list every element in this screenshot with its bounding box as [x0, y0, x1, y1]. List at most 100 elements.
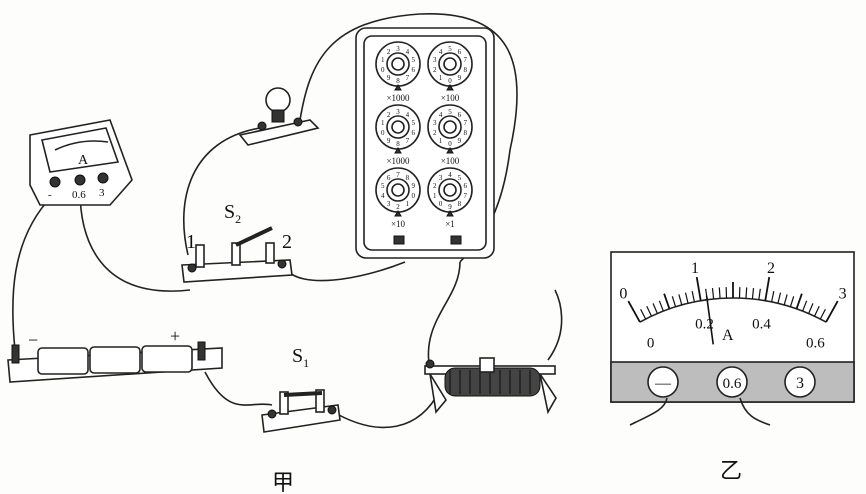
lower-scale-label: 0.6	[806, 335, 825, 351]
rheostat[interactable]	[424, 357, 557, 415]
dial-digit: 7	[463, 56, 467, 64]
dial-digit: 8	[396, 77, 400, 85]
meter-terminal-3[interactable]: 3	[784, 366, 816, 398]
dial-digit: 6	[411, 129, 415, 137]
dial-multiplier: ×1000	[386, 93, 410, 103]
dial-digit: 2	[433, 129, 437, 137]
scale-tick	[789, 296, 795, 307]
scale-tick	[825, 300, 839, 323]
scale-tick	[658, 300, 664, 312]
box-terminal-left[interactable]	[393, 235, 405, 245]
dial-digit: 9	[411, 182, 415, 190]
dial-digit: 5	[411, 56, 415, 64]
dial-digit: 4	[439, 111, 443, 119]
s2-label: S2	[224, 201, 241, 226]
scale-tick	[758, 288, 761, 300]
scale-tick	[663, 293, 671, 310]
scale-tick	[695, 276, 702, 301]
dial-digit: 1	[433, 192, 437, 200]
svg-text:0.6: 0.6	[723, 376, 742, 392]
dial-digit: 1	[406, 200, 410, 208]
upper-scale-label: 2	[767, 260, 775, 277]
scale-tick	[814, 305, 820, 317]
s1-label: S1	[292, 345, 309, 370]
dial-digit: 8	[396, 140, 400, 148]
scale-tick	[751, 287, 755, 300]
dial-digit: 7	[396, 171, 400, 179]
svg-text:3: 3	[796, 375, 804, 392]
upper-scale-label: 1	[691, 260, 699, 277]
scale-tick	[777, 292, 782, 304]
battery-pack[interactable]: − +	[7, 326, 223, 383]
box-terminal-right[interactable]	[450, 235, 462, 245]
dial-digit: 6	[458, 48, 462, 56]
figure-a-label: 甲	[272, 470, 294, 494]
rheostat-slider[interactable]	[479, 357, 495, 373]
dial-digit: 2	[387, 111, 391, 119]
battery-neg-label: −	[28, 330, 38, 350]
dial-digit: 9	[458, 137, 462, 145]
switch-s2[interactable]: S2 1 2	[181, 201, 293, 283]
scale-tick	[652, 303, 658, 314]
scale-tick	[795, 293, 803, 310]
switch-s1[interactable]: S1	[261, 345, 341, 433]
dial-multiplier: ×100	[441, 93, 460, 103]
dial-multiplier: ×1	[445, 219, 455, 229]
dial-multiplier: ×1000	[386, 156, 410, 166]
dial-digit: 9	[387, 74, 391, 82]
dial-digit: 4	[381, 192, 385, 200]
dial-digit: 2	[396, 203, 400, 211]
upper-scale-label: 3	[839, 285, 847, 302]
scale-tick	[802, 300, 808, 312]
upper-scale-label: 0	[619, 285, 627, 302]
ammeter-terminal-3[interactable]	[97, 172, 109, 184]
dial-digit: 3	[433, 56, 437, 64]
meter-terminal-neg[interactable]: —	[647, 366, 679, 398]
dial-digit: 8	[463, 129, 467, 137]
svg-text:—: —	[654, 375, 672, 392]
ammeter-terminal-neg[interactable]	[49, 176, 61, 188]
scale-tick	[771, 291, 775, 303]
dial-digit: 2	[433, 66, 437, 74]
meter-unit: A	[722, 327, 734, 344]
dial-digit: 8	[406, 174, 410, 182]
s2-pos1-label: 1	[186, 231, 196, 253]
ammeter[interactable]: A - 0.6 3	[29, 119, 133, 206]
scale-tick	[640, 308, 647, 320]
dial-digit: 0	[381, 129, 385, 137]
dial-digit: 4	[406, 111, 410, 119]
dial-digit: 0	[381, 66, 385, 74]
dial-digit: 0	[448, 140, 452, 148]
scale-tick	[718, 287, 721, 299]
ammeter-label-3: 3	[99, 187, 105, 199]
scale-tick	[819, 308, 826, 320]
lower-scale-label: 0.4	[752, 316, 771, 332]
dial-digit: 6	[411, 66, 415, 74]
meter-terminal-06[interactable]: 0.6	[716, 366, 748, 398]
scale-tick	[783, 294, 788, 306]
dial-digit: 4	[448, 171, 452, 179]
ammeter-label-06: 0.6	[72, 189, 86, 201]
dial-digit: 2	[433, 182, 437, 190]
dial-digit: 0	[439, 200, 443, 208]
light-bulb[interactable]	[238, 87, 320, 146]
dial-digit: 1	[381, 56, 385, 64]
dial-digit: 0	[411, 192, 415, 200]
meter-needle	[705, 295, 715, 345]
dial-digit: 5	[411, 119, 415, 127]
scale-tick	[691, 291, 695, 303]
ammeter-terminal-06[interactable]	[74, 174, 86, 186]
dial-digit: 6	[463, 182, 467, 190]
dial-digit: 5	[381, 182, 385, 190]
